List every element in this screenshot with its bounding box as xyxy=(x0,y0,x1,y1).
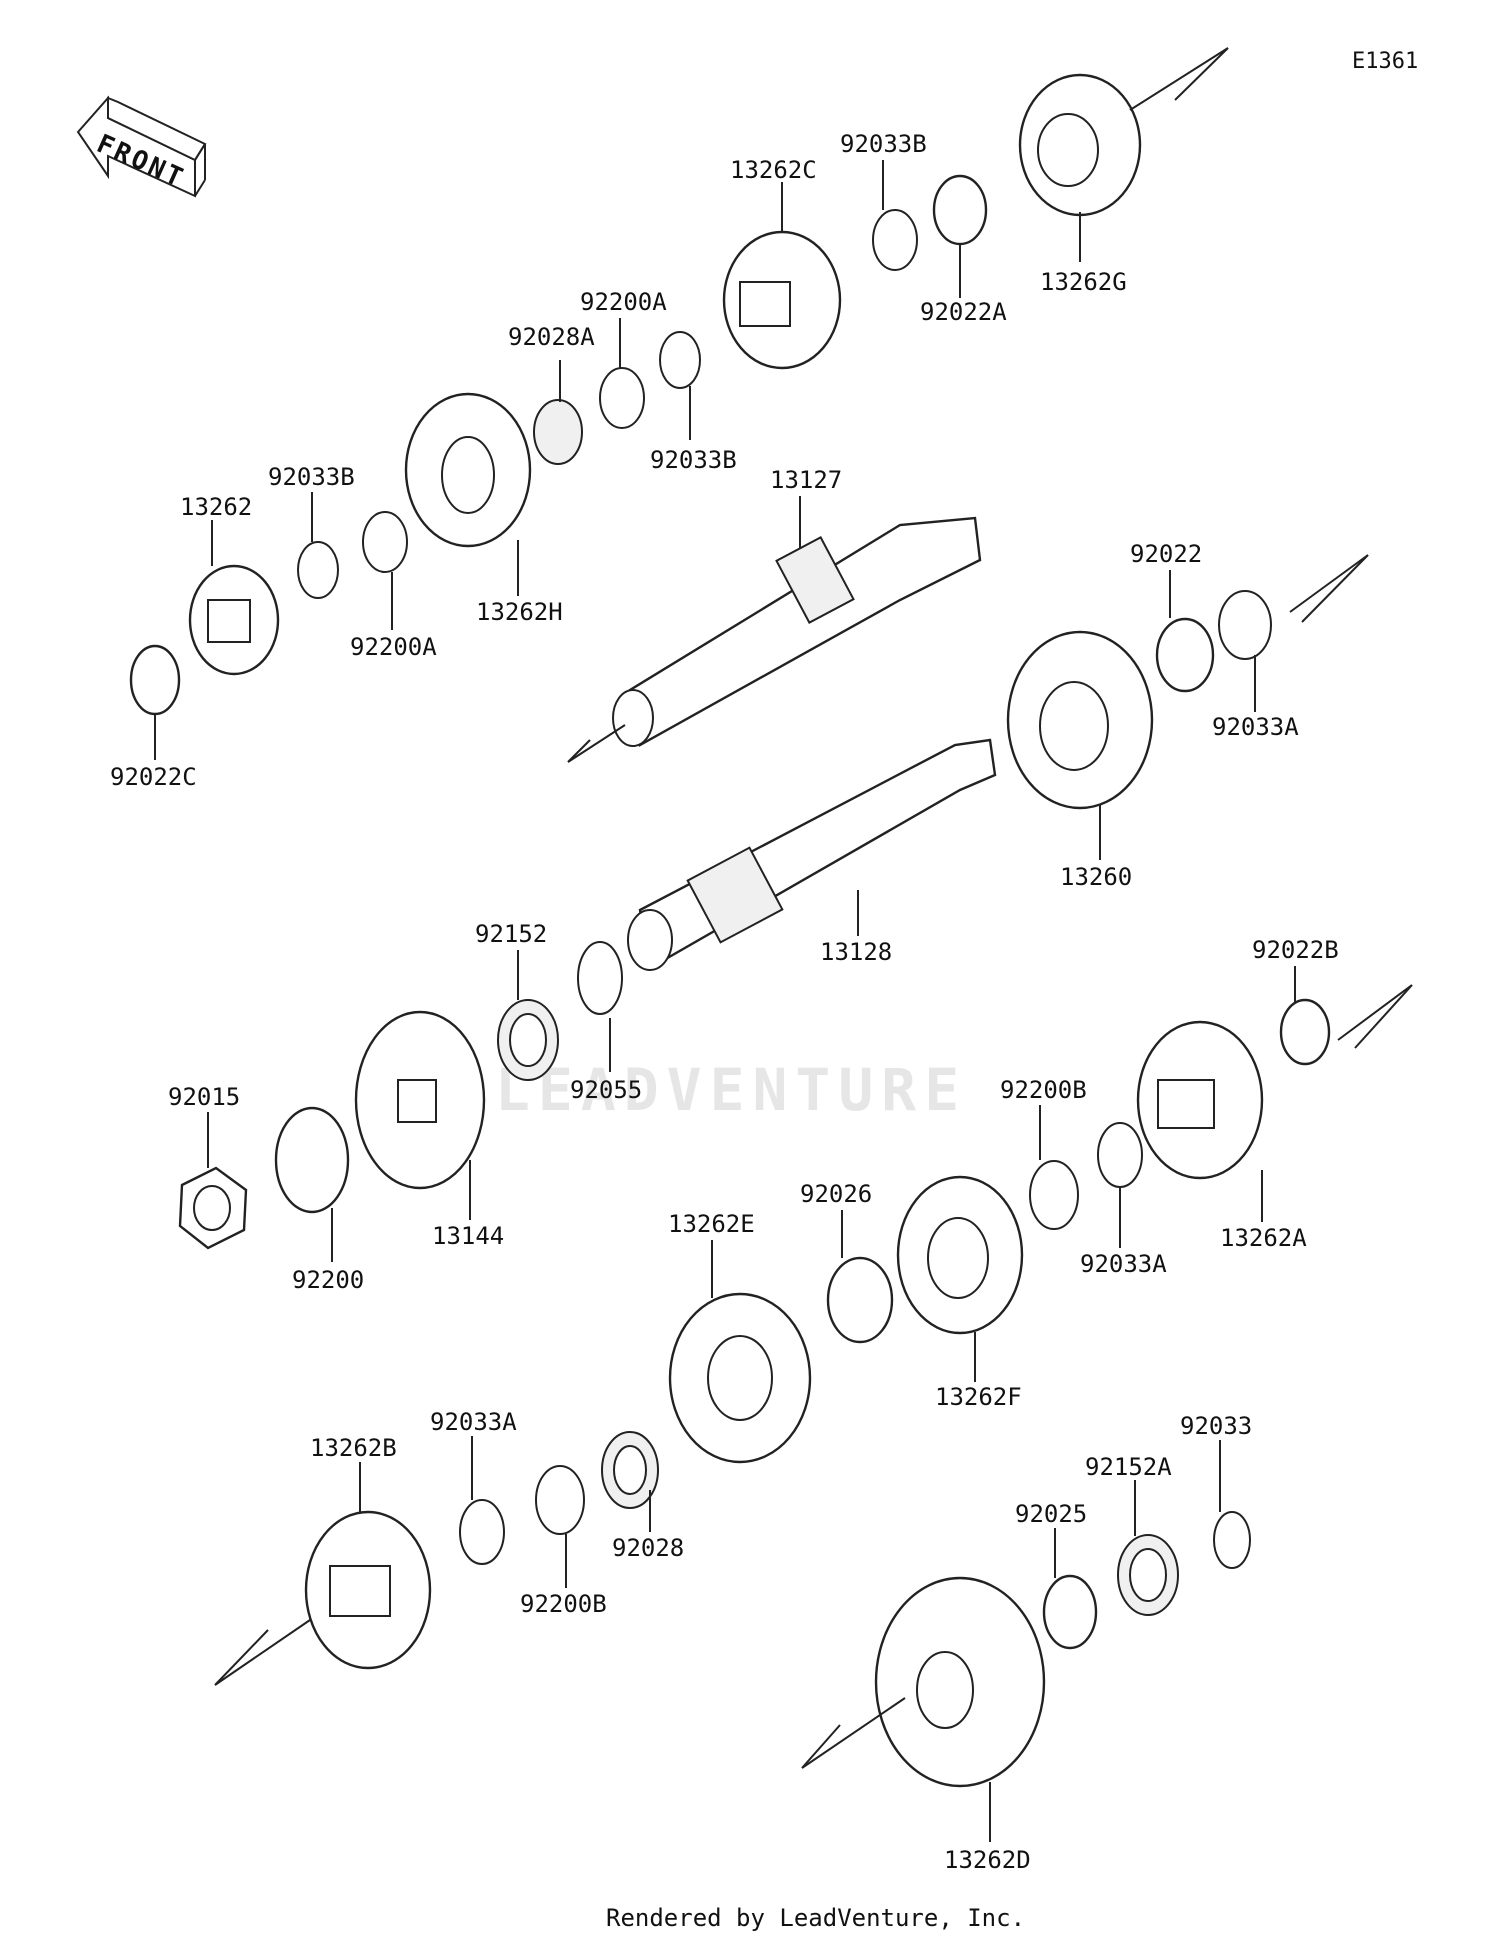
label-13144: 13144 xyxy=(432,1222,504,1250)
label-92028: 92028 xyxy=(612,1534,684,1562)
part-92200A-left xyxy=(362,511,408,630)
label-92200A-left: 92200A xyxy=(350,633,437,661)
part-92152A xyxy=(1117,1480,1179,1616)
label-92200B-right: 92200B xyxy=(1000,1076,1087,1104)
label-13262F: 13262F xyxy=(935,1383,1022,1411)
footer-credit: Rendered by LeadVenture, Inc. xyxy=(606,1904,1025,1932)
label-92033A-left: 92033A xyxy=(430,1408,517,1436)
part-13127 xyxy=(567,496,982,763)
part-92033A-mid xyxy=(1097,1122,1143,1248)
label-13260: 13260 xyxy=(1060,863,1132,891)
part-92055 xyxy=(577,941,623,1072)
part-92033B-top xyxy=(872,160,918,271)
part-92022B xyxy=(1279,966,1413,1066)
label-13128: 13128 xyxy=(820,938,892,966)
part-13128 xyxy=(627,738,997,971)
label-92152: 92152 xyxy=(475,920,547,948)
part-92025 xyxy=(1042,1528,1098,1650)
label-92022A: 92022A xyxy=(920,298,1007,326)
part-92152 xyxy=(497,950,559,1081)
label-92022B: 92022B xyxy=(1252,936,1339,964)
part-92033A-left xyxy=(459,1436,505,1565)
label-13262H: 13262H xyxy=(476,598,563,626)
part-13262B xyxy=(214,1462,432,1686)
label-92200A-top: 92200A xyxy=(580,288,667,316)
part-92022 xyxy=(1155,570,1215,693)
label-92015: 92015 xyxy=(168,1083,240,1111)
label-13262C: 13262C xyxy=(730,156,817,184)
part-13260 xyxy=(1006,630,1154,860)
part-13262D xyxy=(801,1576,1046,1842)
part-92022A xyxy=(932,174,988,298)
part-92200 xyxy=(274,1106,350,1262)
label-13127: 13127 xyxy=(770,466,842,494)
diagram-reference-code: E1361 xyxy=(1352,49,1418,74)
label-92028A: 92028A xyxy=(508,323,595,351)
label-92033B-left: 92033B xyxy=(268,463,355,491)
part-92028A xyxy=(533,360,583,465)
part-92033 xyxy=(1213,1440,1251,1569)
label-92025: 92025 xyxy=(1015,1500,1087,1528)
label-92200B-left: 92200B xyxy=(520,1590,607,1618)
label-13262D: 13262D xyxy=(944,1846,1031,1874)
part-92022C xyxy=(129,644,181,760)
part-92033B-left xyxy=(297,492,339,599)
part-13262A xyxy=(1136,1020,1264,1222)
label-92022: 92022 xyxy=(1130,540,1202,568)
label-92152A: 92152A xyxy=(1085,1453,1172,1481)
part-92200A-top xyxy=(599,318,645,429)
part-92200B-right xyxy=(1029,1105,1079,1230)
part-13262H xyxy=(404,392,532,596)
part-13262F xyxy=(896,1175,1024,1382)
label-92026: 92026 xyxy=(800,1180,872,1208)
part-92033A-right xyxy=(1218,554,1369,712)
front-direction-arrow: FRONT xyxy=(76,95,207,198)
label-13262A: 13262A xyxy=(1220,1224,1307,1252)
label-92033B-top: 92033B xyxy=(840,130,927,158)
part-13144 xyxy=(354,1010,486,1220)
label-92055: 92055 xyxy=(570,1076,642,1104)
label-13262G: 13262G xyxy=(1040,268,1127,296)
label-92033: 92033 xyxy=(1180,1412,1252,1440)
part-13262 xyxy=(188,520,280,676)
label-92033A-mid: 92033A xyxy=(1080,1250,1167,1278)
label-13262: 13262 xyxy=(180,493,252,521)
label-92200: 92200 xyxy=(292,1266,364,1294)
part-92028 xyxy=(601,1431,659,1532)
label-13262E: 13262E xyxy=(668,1210,755,1238)
label-92022C: 92022C xyxy=(110,763,197,791)
part-92200B-left xyxy=(535,1465,585,1588)
label-92033A-right: 92033A xyxy=(1212,713,1299,741)
part-92033B-mid xyxy=(659,331,701,440)
part-13262G xyxy=(1018,47,1229,262)
part-13262E xyxy=(668,1240,812,1464)
part-92026 xyxy=(826,1210,894,1344)
part-92015 xyxy=(178,1112,248,1250)
label-13262B: 13262B xyxy=(310,1434,397,1462)
watermark: LEADVENTURE xyxy=(495,1056,967,1124)
part-13262C xyxy=(722,182,842,370)
label-92033B-mid: 92033B xyxy=(650,446,737,474)
